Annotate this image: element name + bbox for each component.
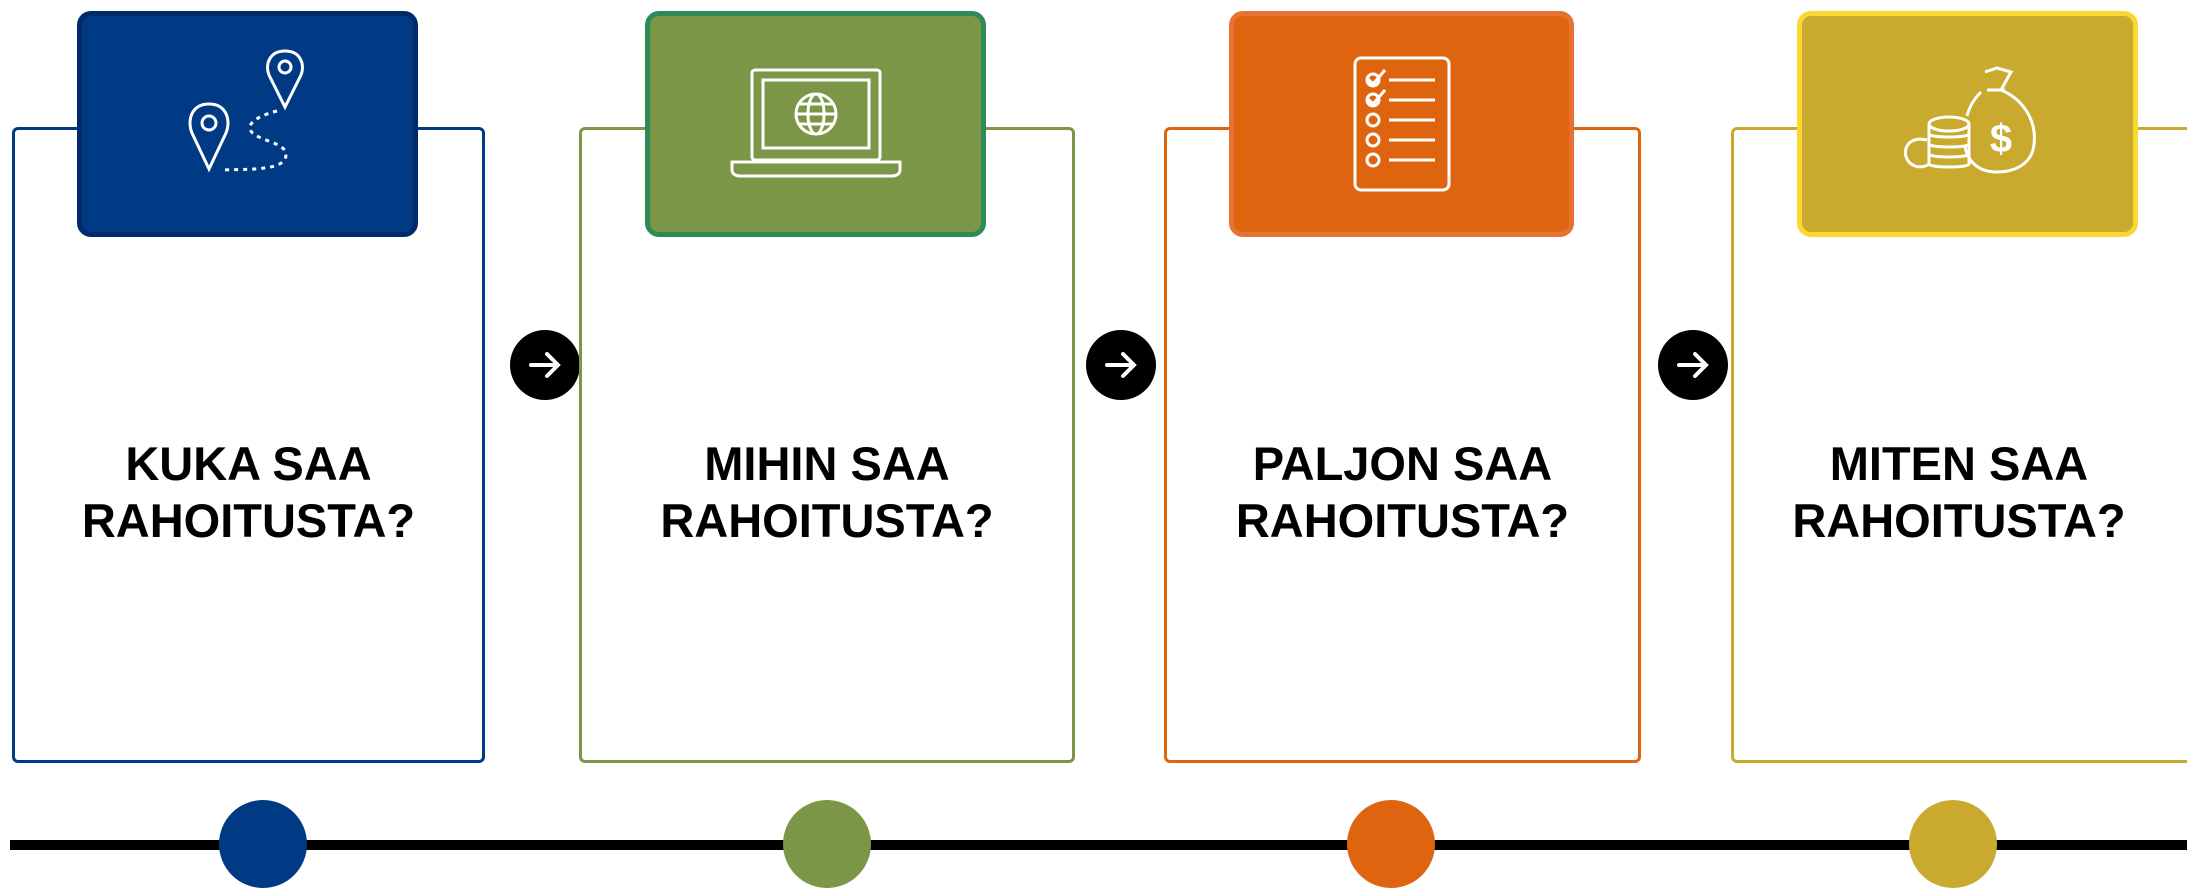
map-route-icon <box>188 49 304 173</box>
step-tab-3 <box>1229 11 1574 237</box>
timeline-dot-4 <box>1909 800 1997 888</box>
step-title-1: KUKA SAA RAHOITUSTA? <box>81 437 416 547</box>
arrow-icon-3 <box>1658 330 1728 400</box>
arrow-icon-2 <box>1086 330 1156 400</box>
checklist-icon <box>1353 56 1450 192</box>
step-title-2: MIHIN SAA RAHOITUSTA? <box>660 437 994 547</box>
step-tab-1 <box>77 11 418 237</box>
step-title-3: PALJON SAA RAHOITUSTA? <box>1235 437 1570 547</box>
money-coins-icon: $ <box>1903 66 2036 174</box>
timeline-dot-3 <box>1347 800 1435 888</box>
timeline-line <box>10 840 2187 850</box>
step-tab-2 <box>645 11 986 237</box>
step-title-4: MITEN SAA RAHOITUSTA? <box>1792 437 2126 547</box>
step-tab-4: $ <box>1797 11 2138 237</box>
svg-text:$: $ <box>1989 117 2011 161</box>
timeline-dot-1 <box>219 800 307 888</box>
timeline-dot-2 <box>783 800 871 888</box>
arrow-icon-1 <box>510 330 580 400</box>
laptop-globe-icon <box>730 68 901 178</box>
